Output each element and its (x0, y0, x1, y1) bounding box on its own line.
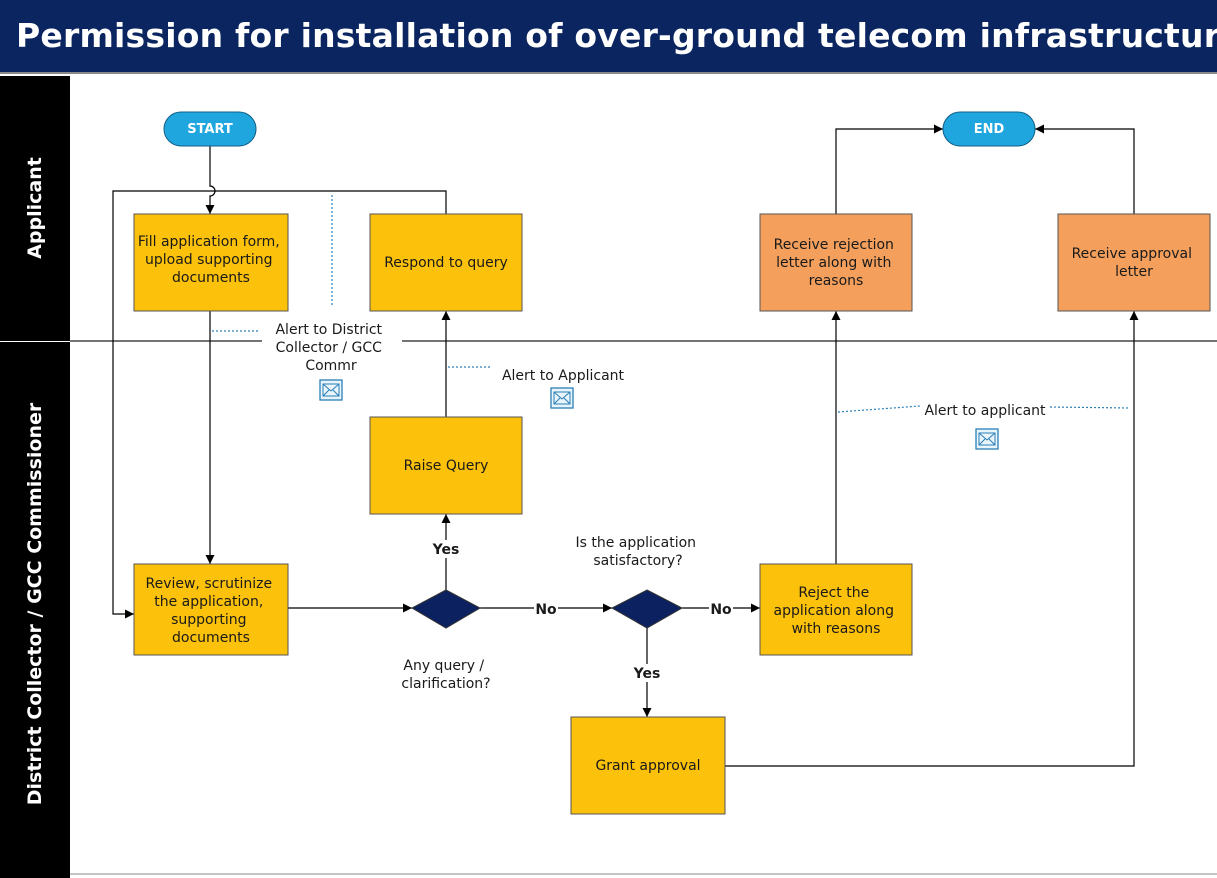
svg-text:Reject the application a: Reject the application along with reason… (774, 585, 899, 637)
svg-text:Receive rejection letter: Receive rejection letter along with reas… (774, 237, 899, 289)
node-receive-rejection: Receive rejection letter along with reas… (759, 213, 913, 312)
svg-text:Is the application satis: Is the application satisfactory? (576, 535, 701, 569)
start-terminal: START (163, 111, 257, 147)
svg-text:No: No (710, 602, 732, 618)
svg-text:Alert to Applicant: Alert to Applicant (502, 368, 625, 384)
decision-satisfactory: Is the application satisfactory? (576, 535, 701, 629)
end-terminal: END (942, 111, 1036, 147)
svg-text:Alert to applicant: Alert to applicant (924, 403, 1046, 419)
svg-text:END: END (974, 122, 1005, 137)
lane-applicant-label: Applicant (24, 157, 46, 259)
title-bar: Permission for installation of over-grou… (0, 0, 1217, 74)
alert-district-collector: Alert to District Collector / GCC Commr (262, 320, 402, 376)
svg-text:START: START (187, 122, 233, 137)
svg-text:Yes: Yes (633, 666, 661, 682)
svg-text:Respond to query: Respond to query (384, 255, 508, 271)
edge-label-yes-query: Yes (429, 540, 463, 558)
edge-start-fill (205, 146, 216, 214)
connectors (112, 124, 1139, 767)
edge-approval-end (1035, 124, 1135, 214)
envelope-icon (975, 428, 999, 450)
node-raise-query: Raise Query (369, 416, 523, 515)
svg-text:Alert to District Collec: Alert to District Collector / GCC Commr (275, 322, 386, 374)
svg-text:Any query / clarificatio: Any query / clarification? (401, 658, 490, 692)
node-grant-approval: Grant approval (570, 716, 726, 815)
edge-grant-receiveapproval (725, 311, 1139, 767)
alert-applicant-query: Alert to Applicant (502, 368, 625, 384)
page-title: Permission for installation of over-grou… (16, 16, 1217, 55)
lane-collector-label: District Collector / GCC Commissioner (24, 402, 46, 806)
edge-respond-review (112, 190, 447, 619)
svg-text:Raise Query: Raise Query (404, 458, 489, 474)
svg-text:Receive approval letter: Receive approval letter (1072, 246, 1197, 280)
lane-applicant: Applicant (0, 76, 70, 341)
decision-any-query: Any query / clarification? (401, 589, 491, 692)
envelope-icon (550, 387, 574, 409)
edge-label-no-query: No (534, 600, 558, 618)
svg-text:Fill application form, u: Fill application form, upload supporting… (138, 234, 284, 286)
edge-label-yes-satisfactory: Yes (630, 664, 664, 682)
alert-applicant-result: Alert to applicant (920, 400, 1050, 419)
envelope-icon (319, 379, 343, 401)
svg-text:Review, scrutinize the a: Review, scrutinize the application, supp… (145, 576, 276, 646)
edge-rejection-end (835, 124, 943, 214)
svg-text:Grant approval: Grant approval (595, 758, 700, 774)
node-fill-form: Fill application form, upload supporting… (133, 213, 289, 312)
node-review: Review, scrutinize the application, supp… (133, 563, 289, 656)
node-respond-query: Respond to query (369, 213, 523, 312)
lane-collector: District Collector / GCC Commissioner (0, 342, 70, 878)
svg-text:No: No (535, 602, 557, 618)
edge-label-no-satisfactory: No (709, 600, 733, 618)
svg-text:Yes: Yes (432, 542, 460, 558)
node-receive-approval: Receive approval letter (1057, 213, 1211, 312)
alert-dotted-lines (212, 195, 1131, 413)
node-reject: Reject the application along with reason… (759, 563, 913, 656)
